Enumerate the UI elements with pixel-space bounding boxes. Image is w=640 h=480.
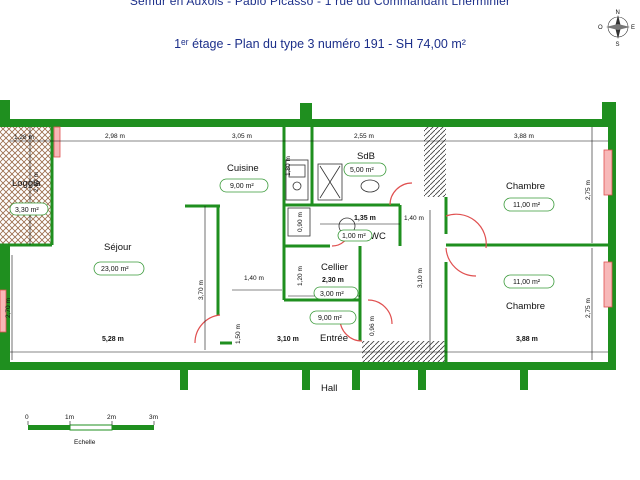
dim-loggia-height: 2,60 m [33, 172, 40, 192]
dim-bottom-sejour: 5,28 m [102, 336, 124, 343]
dim-chambre1-height: 2,75 m [585, 180, 592, 200]
area-wc: 1,00 m² [342, 233, 366, 240]
area-chambre1: 11,00 m² [513, 202, 541, 209]
compass-north: N [616, 10, 620, 16]
area-cuisine: 9,00 m² [230, 183, 254, 190]
room-loggia-label: Loggia [12, 178, 41, 189]
area-chambre2: 11,00 m² [513, 279, 541, 286]
plan-title: 1ᵉʳ étage - Plan du type 3 numéro 191 - … [174, 37, 466, 51]
dim-entree-small: 0,96 m [369, 316, 376, 336]
dim-top-chambre: 3,88 m [514, 133, 534, 140]
area-sejour: 23,00 m² [101, 266, 129, 273]
scale-tick-0: 0 [25, 414, 29, 421]
room-entree-label: Entrée [320, 333, 348, 344]
dimension-lines [10, 127, 608, 360]
dim-corridor-height: 3,10 m [417, 268, 424, 288]
dim-top-cuisine: 3,05 m [232, 133, 252, 140]
dim-sejour-inner: 3,70 m [198, 280, 205, 300]
core-wall-top [424, 127, 446, 197]
compass-west: O [598, 25, 603, 31]
area-cellier: 3,00 m² [320, 291, 344, 298]
area-entree: 9,00 m² [318, 315, 342, 322]
dim-bottom-chambre: 3,88 m [516, 336, 538, 343]
dim-kitchen-small: 1,80 m [285, 156, 292, 176]
area-pills [9, 162, 555, 325]
area-sdb: 5,00 m² [350, 167, 374, 174]
dim-bottom-entree: 3,10 m [277, 336, 299, 343]
dim-cellier-width: 2,30 m [322, 277, 344, 284]
dim-top-sdb: 2,55 m [354, 133, 374, 140]
interior-walls [0, 127, 608, 362]
room-chambre2-label: Chambre [506, 301, 545, 312]
room-chambre1-label: Chambre [506, 181, 545, 192]
room-sdb-label: SdB [357, 151, 375, 162]
address-line: Semur en Auxois - Pablo Picasso - 1 rue … [129, 0, 511, 8]
room-sejour-label: Séjour [104, 242, 131, 253]
area-loggia: 3,30 m² [15, 207, 39, 214]
loggia-floor [0, 127, 52, 245]
room-cuisine-label: Cuisine [227, 163, 259, 174]
dim-wc-small: 0,90 m [297, 212, 304, 232]
dim-chambre2-height: 2,75 m [585, 298, 592, 318]
scale-label: Echelle [74, 439, 96, 446]
dim-wc-right: 1,40 m [404, 215, 424, 222]
scale-bar [27, 421, 155, 431]
dim-passage-width: 1,40 m [244, 275, 264, 282]
dim-cellier-height: 1,20 m [297, 266, 304, 286]
scale-tick-2: 2m [107, 414, 116, 421]
fixtures [285, 159, 380, 237]
room-hall-label: Hall [321, 383, 337, 394]
compass-south: S [616, 42, 620, 48]
room-wc-label: WC [370, 231, 386, 242]
dim-left-lower: 2,70 m [5, 298, 12, 318]
room-cellier-label: Cellier [321, 262, 348, 273]
dim-top-loggia: 1,28 m [14, 134, 34, 141]
windows [0, 126, 613, 333]
door-swings [194, 182, 487, 344]
dim-entree-left: 1,50 m [235, 324, 242, 344]
dim-top-sejour: 2,98 m [105, 133, 125, 140]
scale-tick-3: 3m [149, 414, 158, 421]
compass-east: E [631, 25, 635, 31]
dim-wc-width: 1,35 m [354, 215, 376, 222]
compass-icon: N E S O [598, 10, 635, 48]
scale-tick-1: 1m [65, 414, 74, 421]
